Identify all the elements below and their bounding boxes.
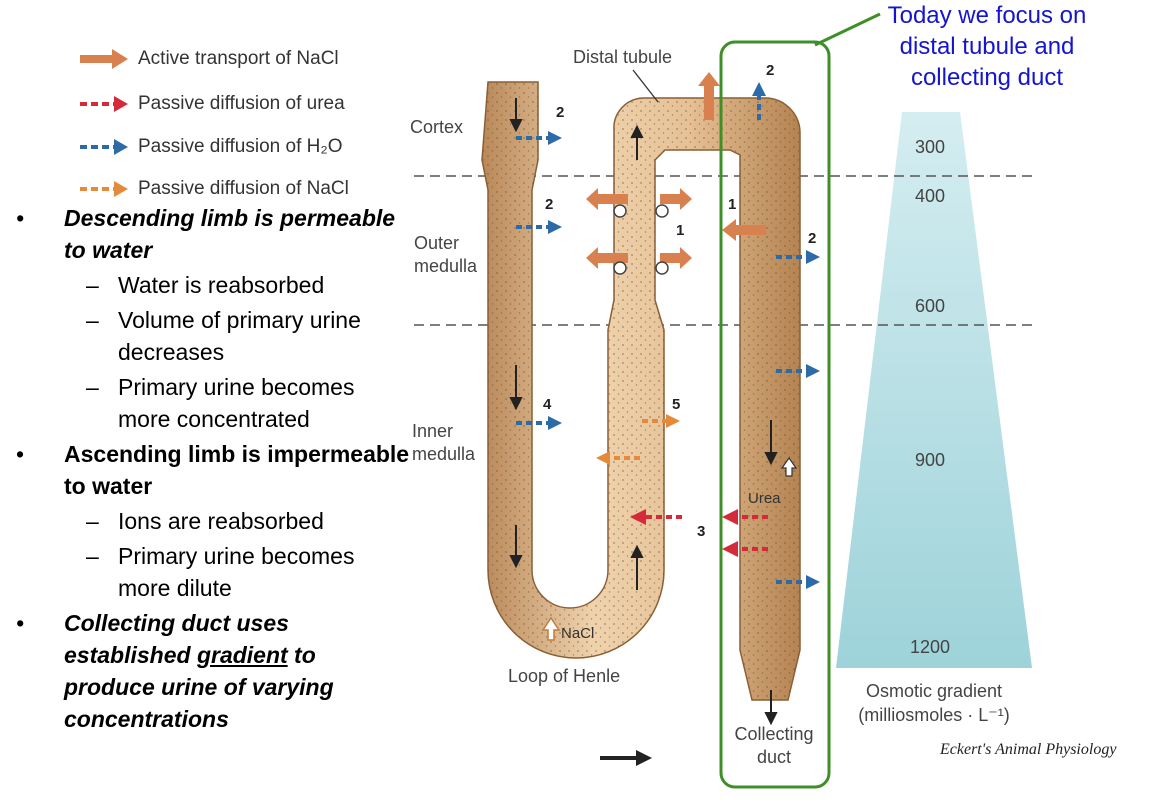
nacl-diffusion-arrows [608, 419, 668, 460]
bullet-text-underlined: gradient [196, 642, 288, 668]
sub-bullet: –Primary urine becomes more dilute [86, 543, 355, 601]
sub-bullet: –Ions are reabsorbed [86, 508, 324, 534]
nacl-diffusion-arrowheads [596, 414, 680, 465]
distal-tubule-label: Distal tubule [573, 47, 673, 67]
urea-up-arrow-icon [780, 456, 798, 477]
loop-of-henle-label: Loop of Henle [508, 666, 621, 686]
sub-bullet-text: Volume of primary urine decreases [118, 307, 361, 365]
urea-diffusion-arrows [644, 515, 768, 551]
bullet-text-post: to produce urine of varying concentratio… [64, 642, 334, 732]
collecting-duct-label: Collecting duct [734, 724, 814, 767]
gradient-value: 600 [915, 296, 946, 316]
bullet-text: Ascending limb is impermeable to water [64, 441, 410, 499]
focus-callout-line [814, 12, 881, 47]
sub-bullet-text: Primary urine becomes more dilute [118, 543, 355, 601]
sub-bullet: –Volume of primary urine decreases [86, 307, 361, 365]
step-number: 2 [808, 230, 817, 247]
step-number: 1 [728, 196, 737, 213]
urea-diffusion-arrowheads [630, 509, 738, 557]
legend-label: Passive diffusion of urea [138, 93, 345, 114]
water-arrowheads [548, 82, 820, 589]
legend-item-urea: Passive diffusion of urea [78, 89, 345, 119]
step-number: 1 [676, 222, 685, 239]
flow-arrows [509, 98, 778, 726]
step-number: 2 [766, 62, 775, 79]
legend-item-nacl-diffusion: Passive diffusion of NaCl [78, 174, 349, 204]
water-diffusion-arrows [516, 96, 808, 584]
osmotic-gradient-unit: (milliosmoles · L⁻¹) [858, 705, 1010, 725]
sub-bullet-text: Water is reabsorbed [118, 272, 325, 298]
legend-label: Passive diffusion of NaCl [138, 178, 349, 199]
bullet-text-pre: Collecting duct uses established [64, 610, 289, 668]
distal-tubule-pointer [632, 69, 659, 103]
bullet-collecting-duct: •Collecting duct uses established gradie… [16, 610, 334, 732]
legend-item-active-transport: Active transport of NaCl [78, 44, 339, 74]
inner-medulla-label: Inner medulla [412, 421, 476, 464]
urea-label: Urea [748, 490, 781, 507]
gradient-value: 1200 [910, 637, 951, 657]
black-arrow-icon [600, 750, 652, 766]
solid-arrow-icon [80, 49, 128, 69]
step-number: 3 [697, 523, 706, 540]
legend-label: Active transport of NaCl [138, 48, 339, 69]
nacl-up-arrow-icon [541, 616, 561, 641]
dashed-orange-arrow-icon [80, 181, 128, 197]
step-number: 5 [672, 396, 681, 413]
active-transport-arrows [586, 72, 766, 269]
step-number: 2 [545, 196, 554, 213]
loop-of-henle-tube [481, 81, 801, 701]
step-number: 2 [556, 104, 565, 121]
bullet-list: •Descending limb is permeable to water –… [10, 202, 410, 735]
sub-bullet-text: Ions are reabsorbed [118, 508, 324, 534]
cortex-label: Cortex [410, 117, 464, 137]
outer-medulla-label: Outer medulla [414, 233, 478, 276]
bullet-descending: •Descending limb is permeable to water [16, 205, 396, 263]
focus-highlight-box [719, 40, 831, 789]
sub-bullet-text: Primary urine becomes more concentrated [118, 374, 355, 432]
focus-note: Today we focus on distal tubule and coll… [887, 2, 1087, 91]
bullet-ascending: •Ascending limb is impermeable to water [16, 441, 410, 499]
source-credit: Eckert's Animal Physiology [940, 741, 1117, 758]
gradient-value: 300 [915, 137, 946, 157]
sub-bullet: –Water is reabsorbed [86, 272, 325, 298]
legend-label: Passive diffusion of H₂O [138, 136, 343, 157]
gradient-value: 900 [915, 450, 946, 470]
osmotic-gradient-shape [836, 112, 1032, 668]
gradient-value: 400 [915, 186, 946, 206]
sub-bullet: –Primary urine becomes more concentrated [86, 374, 355, 432]
legend-item-water: Passive diffusion of H₂O [78, 132, 343, 162]
dashed-blue-arrow-icon [80, 139, 128, 155]
transporter-circles [613, 204, 669, 275]
step-number: 4 [543, 396, 552, 413]
dashed-red-arrow-icon [80, 96, 128, 112]
osmotic-gradient-title: Osmotic gradient [865, 681, 1003, 701]
bullet-text: Descending limb is permeable to water [64, 205, 396, 263]
nacl-label: NaCl [561, 625, 595, 642]
